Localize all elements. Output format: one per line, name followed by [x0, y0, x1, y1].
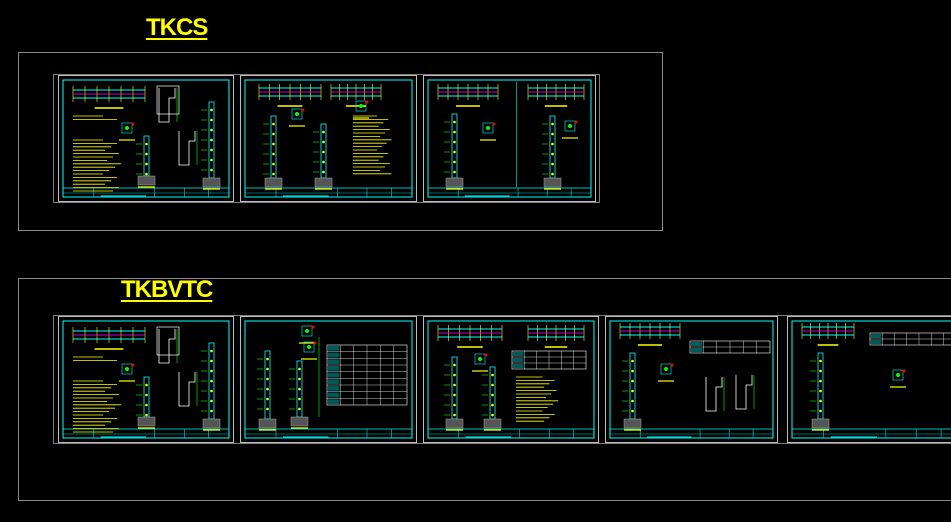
tkbvtc-sheet-5[interactable]: [787, 316, 951, 443]
tkbvtc-label: TKBVTC: [121, 276, 213, 303]
drawing-preview: [244, 320, 413, 439]
tkcs-sheet-group[interactable]: [53, 74, 600, 203]
tkbvtc-sheet-group[interactable]: [53, 315, 951, 444]
tkcs-sheet-2[interactable]: [240, 75, 417, 202]
tkbvtc-sheet-4[interactable]: [605, 316, 778, 443]
tkcs-label: TKCS: [146, 14, 208, 41]
tkcs-sheet-3[interactable]: [423, 75, 596, 202]
tkcs-layout-frame[interactable]: [18, 52, 663, 231]
tkbvtc-sheet-2[interactable]: [240, 316, 417, 443]
tkcs-sheet-1[interactable]: [58, 75, 234, 202]
tkbvtc-layout-frame[interactable]: [18, 278, 951, 501]
drawing-preview: [427, 320, 595, 439]
drawing-preview: [791, 320, 951, 439]
tkbvtc-sheet-3[interactable]: [423, 316, 599, 443]
drawing-preview: [62, 79, 230, 198]
drawing-preview: [427, 79, 592, 198]
drawing-preview: [62, 320, 230, 439]
tkbvtc-sheet-1[interactable]: [58, 316, 234, 443]
drawing-preview: [244, 79, 413, 198]
drawing-preview: [609, 320, 774, 439]
